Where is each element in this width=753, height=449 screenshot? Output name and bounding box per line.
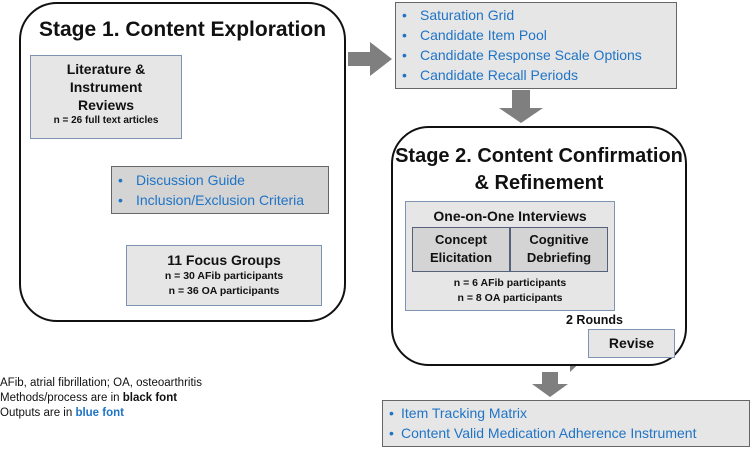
focus-groups-afib: n = 30 AFib participants (164, 270, 284, 282)
arrow-stage2-to-final (532, 372, 568, 397)
legend-methods-prefix: Methods/process are in (0, 392, 123, 404)
legend-outputs-bold: blue font (75, 407, 124, 419)
focus-groups-oa: n = 36 OA participants (168, 285, 280, 297)
output-item: Item Tracking Matrix (383, 403, 749, 423)
final-outputs-box: Item Tracking Matrix Content Valid Medic… (382, 400, 750, 447)
stage1-process-outputs-box: Discussion Guide Inclusion/Exclusion Cri… (111, 166, 329, 214)
output-item: Candidate Response Scale Options (396, 45, 676, 65)
final-outputs-list: Item Tracking Matrix Content Valid Medic… (383, 403, 749, 443)
interviews-box: One-on-One Interviews Concept Elicitatio… (405, 201, 615, 311)
legend: AFib, atrial fibrillation; OA, osteoarth… (0, 376, 202, 421)
legend-methods-bold: black font (122, 392, 178, 404)
literature-title-1: Literature & (66, 61, 146, 77)
arrow-outputs-to-stage2 (499, 90, 543, 123)
output-item: Saturation Grid (396, 5, 676, 25)
stage2-title-line2: & Refinement (474, 172, 604, 194)
output-item: Content Valid Medication Adherence Instr… (383, 423, 749, 443)
cognitive-debriefing-line2: Debriefing (526, 250, 592, 265)
focus-groups-title: 11 Focus Groups (167, 252, 281, 268)
interviews-oa: n = 8 OA participants (457, 292, 563, 304)
rounds-label: 2 Rounds (566, 313, 623, 327)
interviews-afib: n = 6 AFib participants (453, 277, 567, 289)
cognitive-debriefing-box: Cognitive Debriefing (510, 227, 608, 272)
interviews-methods-row: Concept Elicitation Cognitive Debriefing (412, 227, 608, 272)
literature-count: n = 26 full text articles (53, 115, 159, 126)
stage1-outputs-list: Saturation Grid Candidate Item Pool Cand… (396, 5, 676, 85)
output-item: Candidate Recall Periods (396, 65, 676, 85)
literature-title-3: Reviews (77, 97, 135, 113)
focus-groups-box: 11 Focus Groups n = 30 AFib participants… (126, 245, 322, 306)
output-item: Discussion Guide (112, 170, 328, 190)
legend-outputs-prefix: Outputs are in (0, 407, 76, 419)
stage2-title-line1: Stage 2. Content Confirmation (395, 145, 683, 167)
stage1-process-outputs-list: Discussion Guide Inclusion/Exclusion Cri… (112, 170, 328, 210)
concept-elicitation-box: Concept Elicitation (412, 227, 510, 272)
legend-abbreviations: AFib, atrial fibrillation; OA, osteoarth… (0, 377, 202, 389)
legend-outputs: Outputs are in blue font (0, 406, 202, 421)
arrow-stage1-to-outputs (348, 42, 392, 76)
revise-label: Revise (608, 335, 655, 351)
legend-methods: Methods/process are in black font (0, 391, 202, 406)
output-item: Inclusion/Exclusion Criteria (112, 190, 328, 210)
stage1-title: Stage 1. Content Exploration (39, 18, 327, 41)
cognitive-debriefing-line1: Cognitive (529, 232, 589, 247)
literature-review-box: Literature & Instrument Reviews n = 26 f… (30, 55, 182, 139)
stage2-title: Stage 2. Content Confirmation & Refineme… (393, 143, 685, 197)
revise-box: Revise (588, 329, 675, 358)
output-item: Candidate Item Pool (396, 25, 676, 45)
concept-elicitation-line1: Concept (435, 232, 487, 247)
concept-elicitation-line2: Elicitation (429, 250, 493, 265)
literature-title-2: Instrument (69, 79, 143, 95)
stage1-outputs-box: Saturation Grid Candidate Item Pool Cand… (395, 2, 677, 89)
interviews-title: One-on-One Interviews (433, 208, 587, 224)
